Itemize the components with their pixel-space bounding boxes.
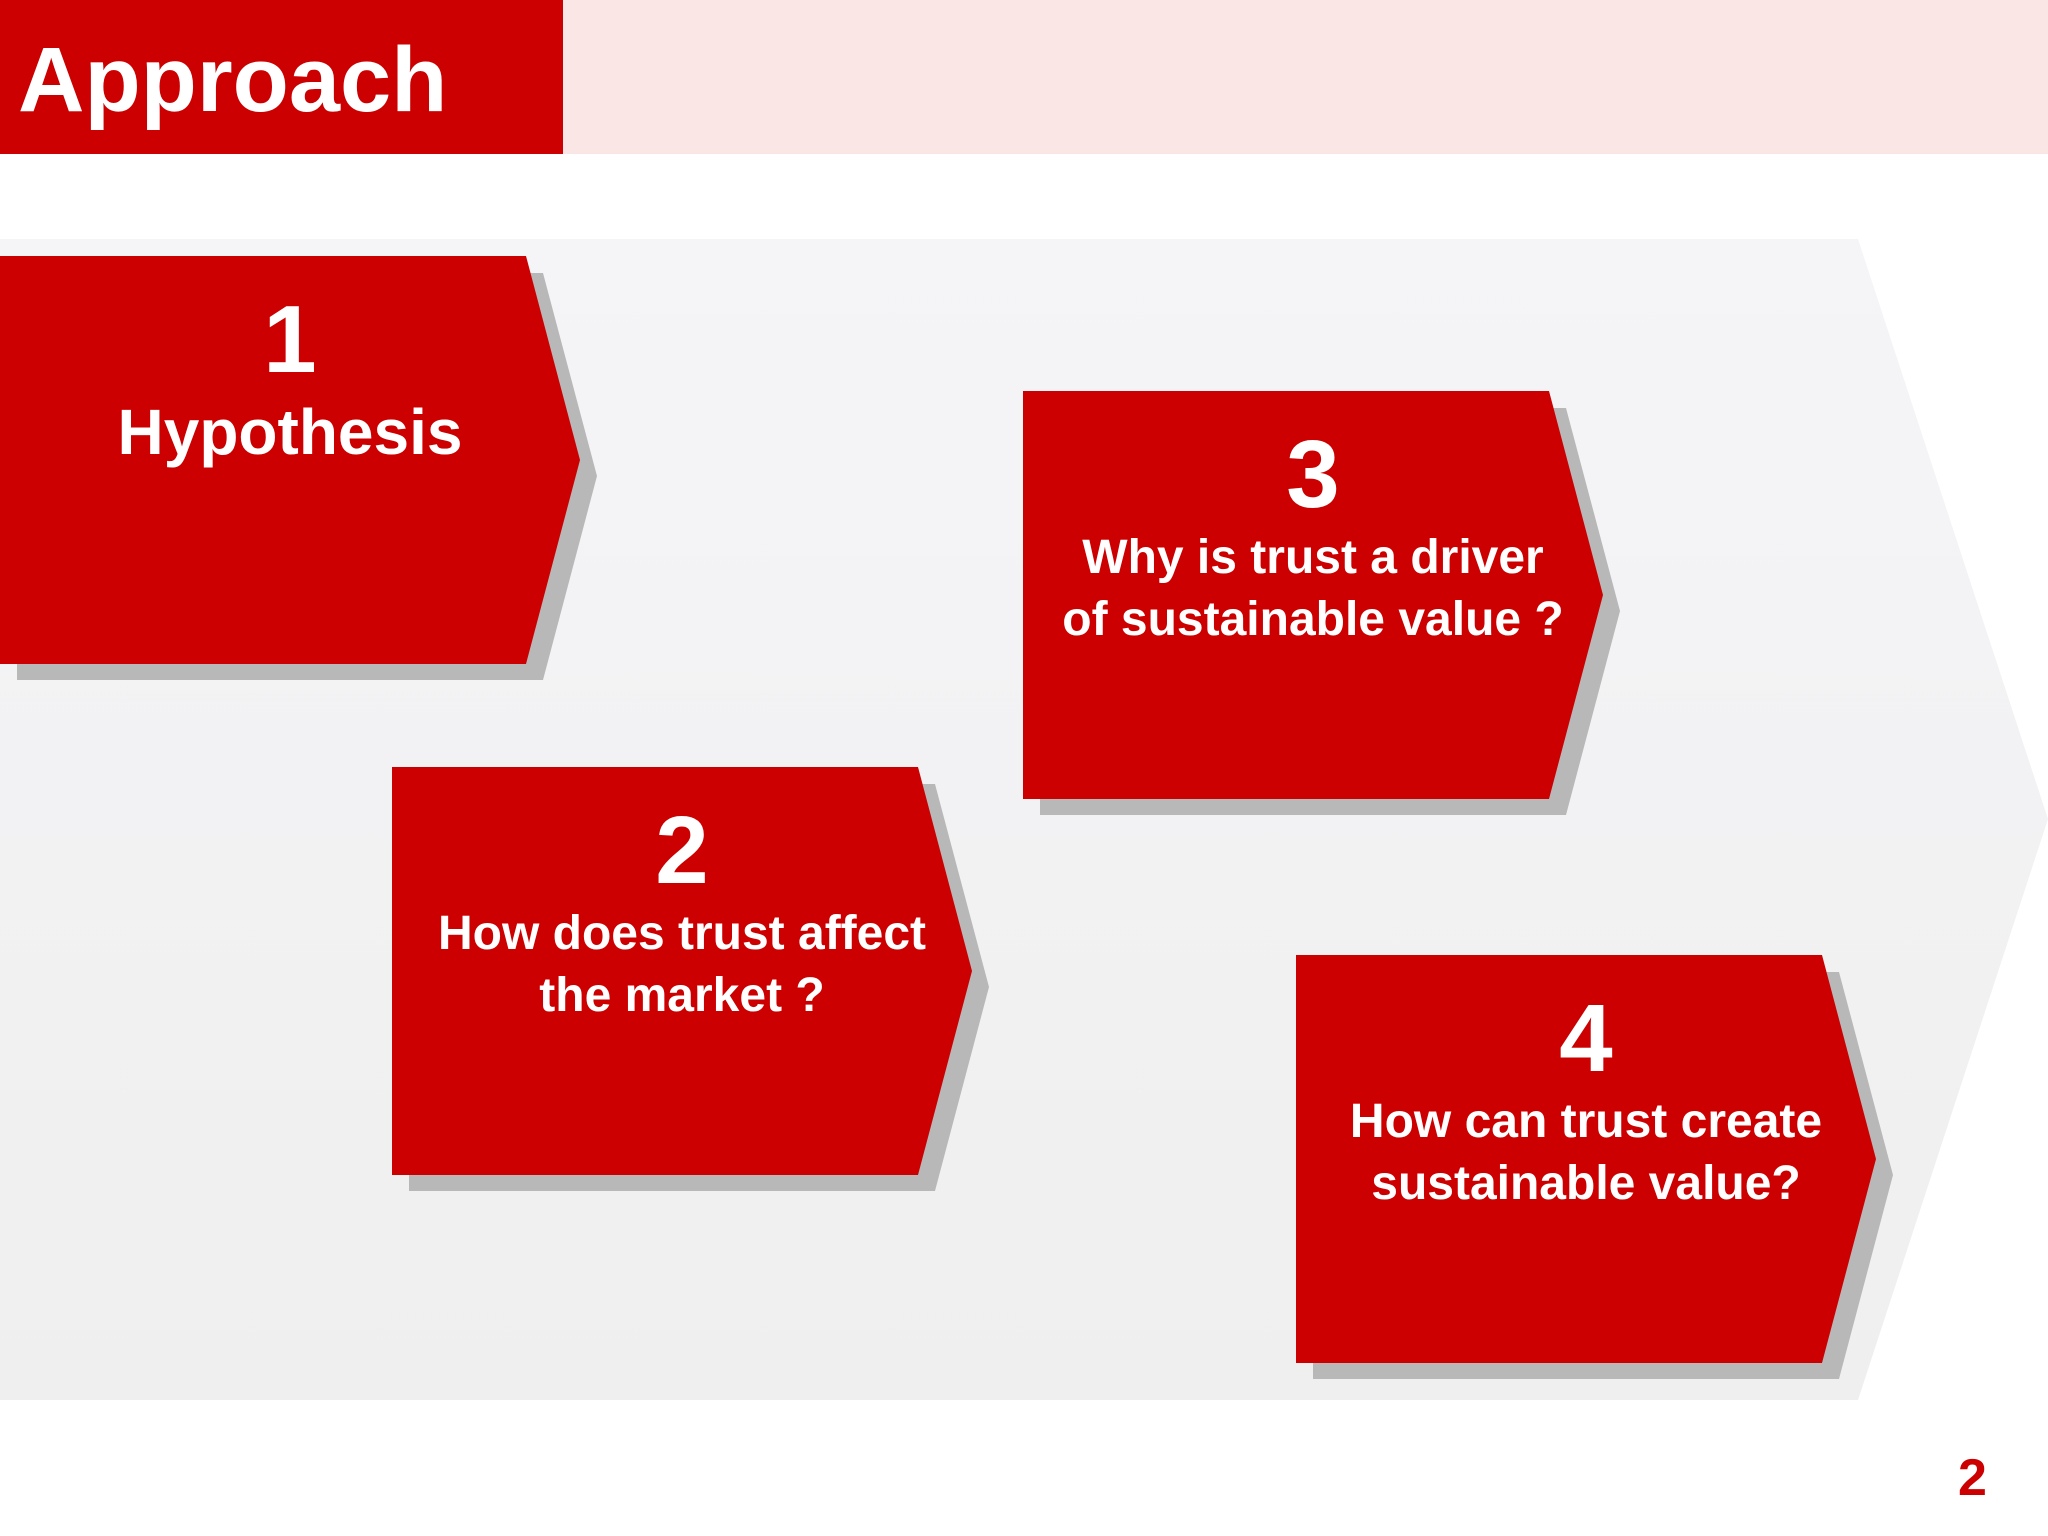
step-2-label-line1: How does trust affect	[437, 907, 927, 960]
step-3-label-line1: Why is trust a driver	[1082, 531, 1544, 584]
step-2-shape	[392, 767, 989, 1191]
step-4-number: 4	[1559, 985, 1613, 1092]
step-2-number: 2	[655, 797, 709, 904]
step-3-shape	[1023, 391, 1620, 815]
step-3-label-line2: of sustainable value ?	[1062, 593, 1564, 646]
step-2-chevron: 2 How does trust affect the market ?	[392, 767, 992, 1197]
step-1-shape	[0, 256, 597, 680]
page-number: 2	[1958, 1449, 1987, 1507]
step-4-label-line1: How can trust create	[1349, 1095, 1823, 1148]
step-2-label-line2: the market ?	[539, 969, 825, 1022]
step-1-label: Hypothesis	[117, 396, 463, 468]
step-4-chevron: 4 How can trust create sustainable value…	[1296, 955, 1896, 1385]
step-4-label-line2: sustainable value?	[1371, 1157, 1801, 1210]
step-4-shape	[1296, 955, 1893, 1379]
step-1-chevron: 1 Hypothesis	[0, 256, 600, 686]
title-box: Approach	[0, 0, 563, 154]
step-3-number: 3	[1286, 421, 1340, 528]
slide-title: Approach	[18, 29, 448, 131]
step-3-chevron: 3 Why is trust a driver of sustainable v…	[1023, 391, 1623, 821]
step-1-number: 1	[263, 286, 317, 393]
